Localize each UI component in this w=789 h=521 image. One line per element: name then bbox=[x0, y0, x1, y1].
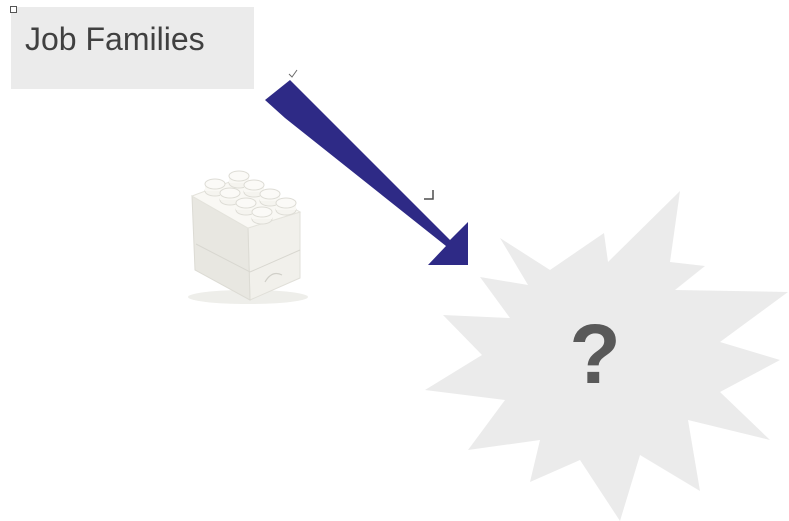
selection-handle[interactable] bbox=[10, 6, 17, 13]
lego-brick-icon bbox=[188, 171, 308, 304]
small-check-mark bbox=[289, 70, 297, 77]
title-box[interactable]: Job Families bbox=[11, 7, 254, 89]
question-mark-label: ? bbox=[560, 309, 630, 399]
title-text: Job Families bbox=[25, 21, 205, 58]
corner-mark bbox=[424, 190, 433, 199]
